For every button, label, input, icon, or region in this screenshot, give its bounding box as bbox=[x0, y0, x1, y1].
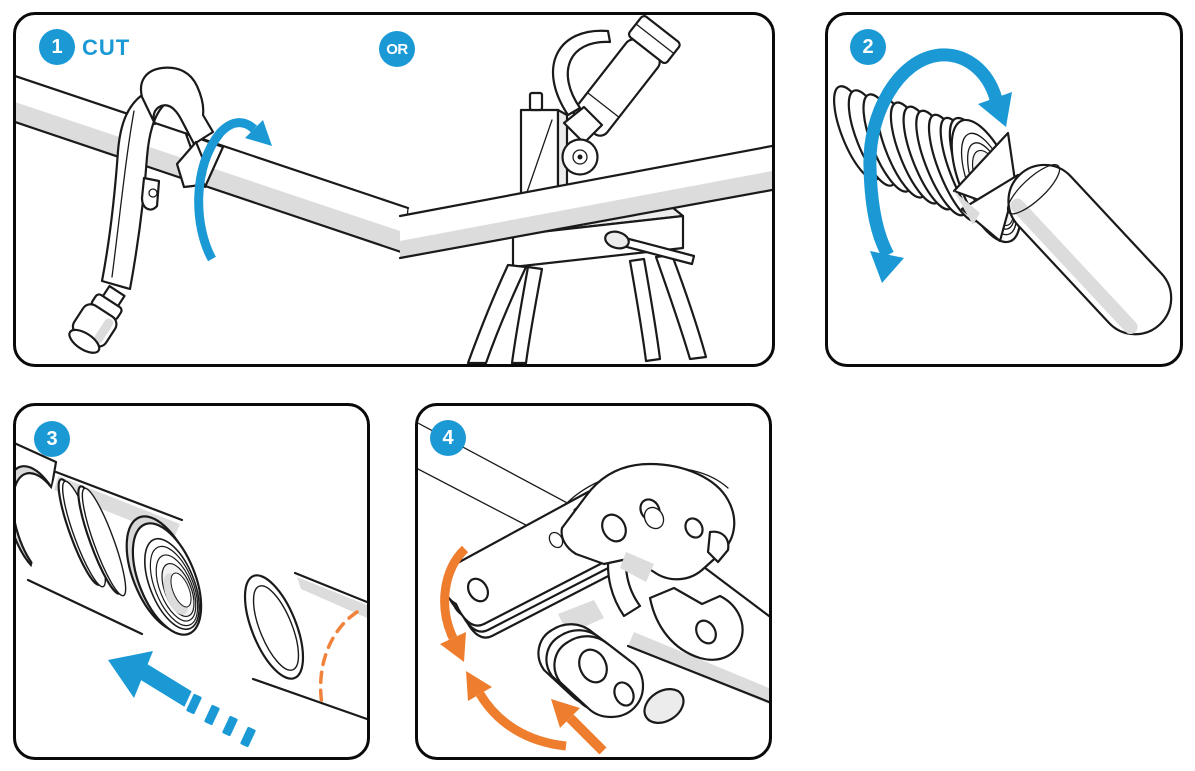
or-label: OR bbox=[386, 40, 408, 58]
press-fitting bbox=[16, 442, 203, 636]
step-1-label: CUT bbox=[82, 35, 131, 60]
step-3-badge: 3 bbox=[34, 421, 70, 457]
saw-handle-loop bbox=[551, 29, 612, 117]
insertion-direction-arrow-icon bbox=[108, 651, 256, 748]
step-number: 4 bbox=[442, 427, 454, 449]
insert-step-illustration bbox=[16, 442, 367, 748]
press-jaw-tool-front bbox=[537, 462, 744, 725]
cut-step-illustration bbox=[16, 15, 772, 364]
insertion-depth-mark bbox=[318, 610, 359, 707]
reamer-handle bbox=[1006, 163, 1173, 336]
deburr-step-illustration bbox=[833, 48, 1173, 336]
step-number: 2 bbox=[862, 36, 874, 58]
step-number: 1 bbox=[51, 36, 63, 58]
step-2-badge: 2 bbox=[850, 29, 886, 65]
step-panel-1: 1 CUT OR bbox=[13, 12, 775, 367]
step-1-badge: 1 bbox=[39, 29, 75, 65]
rotate-reamer-arrow-icon bbox=[863, 48, 1012, 283]
saw-motor-and-blade bbox=[551, 15, 681, 176]
press-step-illustration bbox=[418, 422, 769, 755]
rotate-cutter-arrow-icon bbox=[194, 118, 272, 262]
step-panel-4: 4 bbox=[415, 403, 772, 760]
pipe bbox=[398, 144, 772, 260]
push-latch-arrow-icon bbox=[551, 699, 607, 755]
step-panel-3: 3 bbox=[13, 403, 370, 760]
pipe-with-depth-mark bbox=[243, 571, 367, 721]
close-jaw-arrow-left-icon bbox=[440, 545, 469, 662]
step-4-badge: 4 bbox=[430, 420, 466, 456]
cutter-knob bbox=[68, 284, 126, 354]
step-number: 3 bbox=[46, 428, 58, 450]
close-jaw-arrow-bottom-icon bbox=[466, 671, 567, 751]
reamer-tool bbox=[952, 131, 1173, 336]
or-badge: OR bbox=[379, 31, 415, 67]
step-panel-2: 2 bbox=[825, 12, 1183, 367]
